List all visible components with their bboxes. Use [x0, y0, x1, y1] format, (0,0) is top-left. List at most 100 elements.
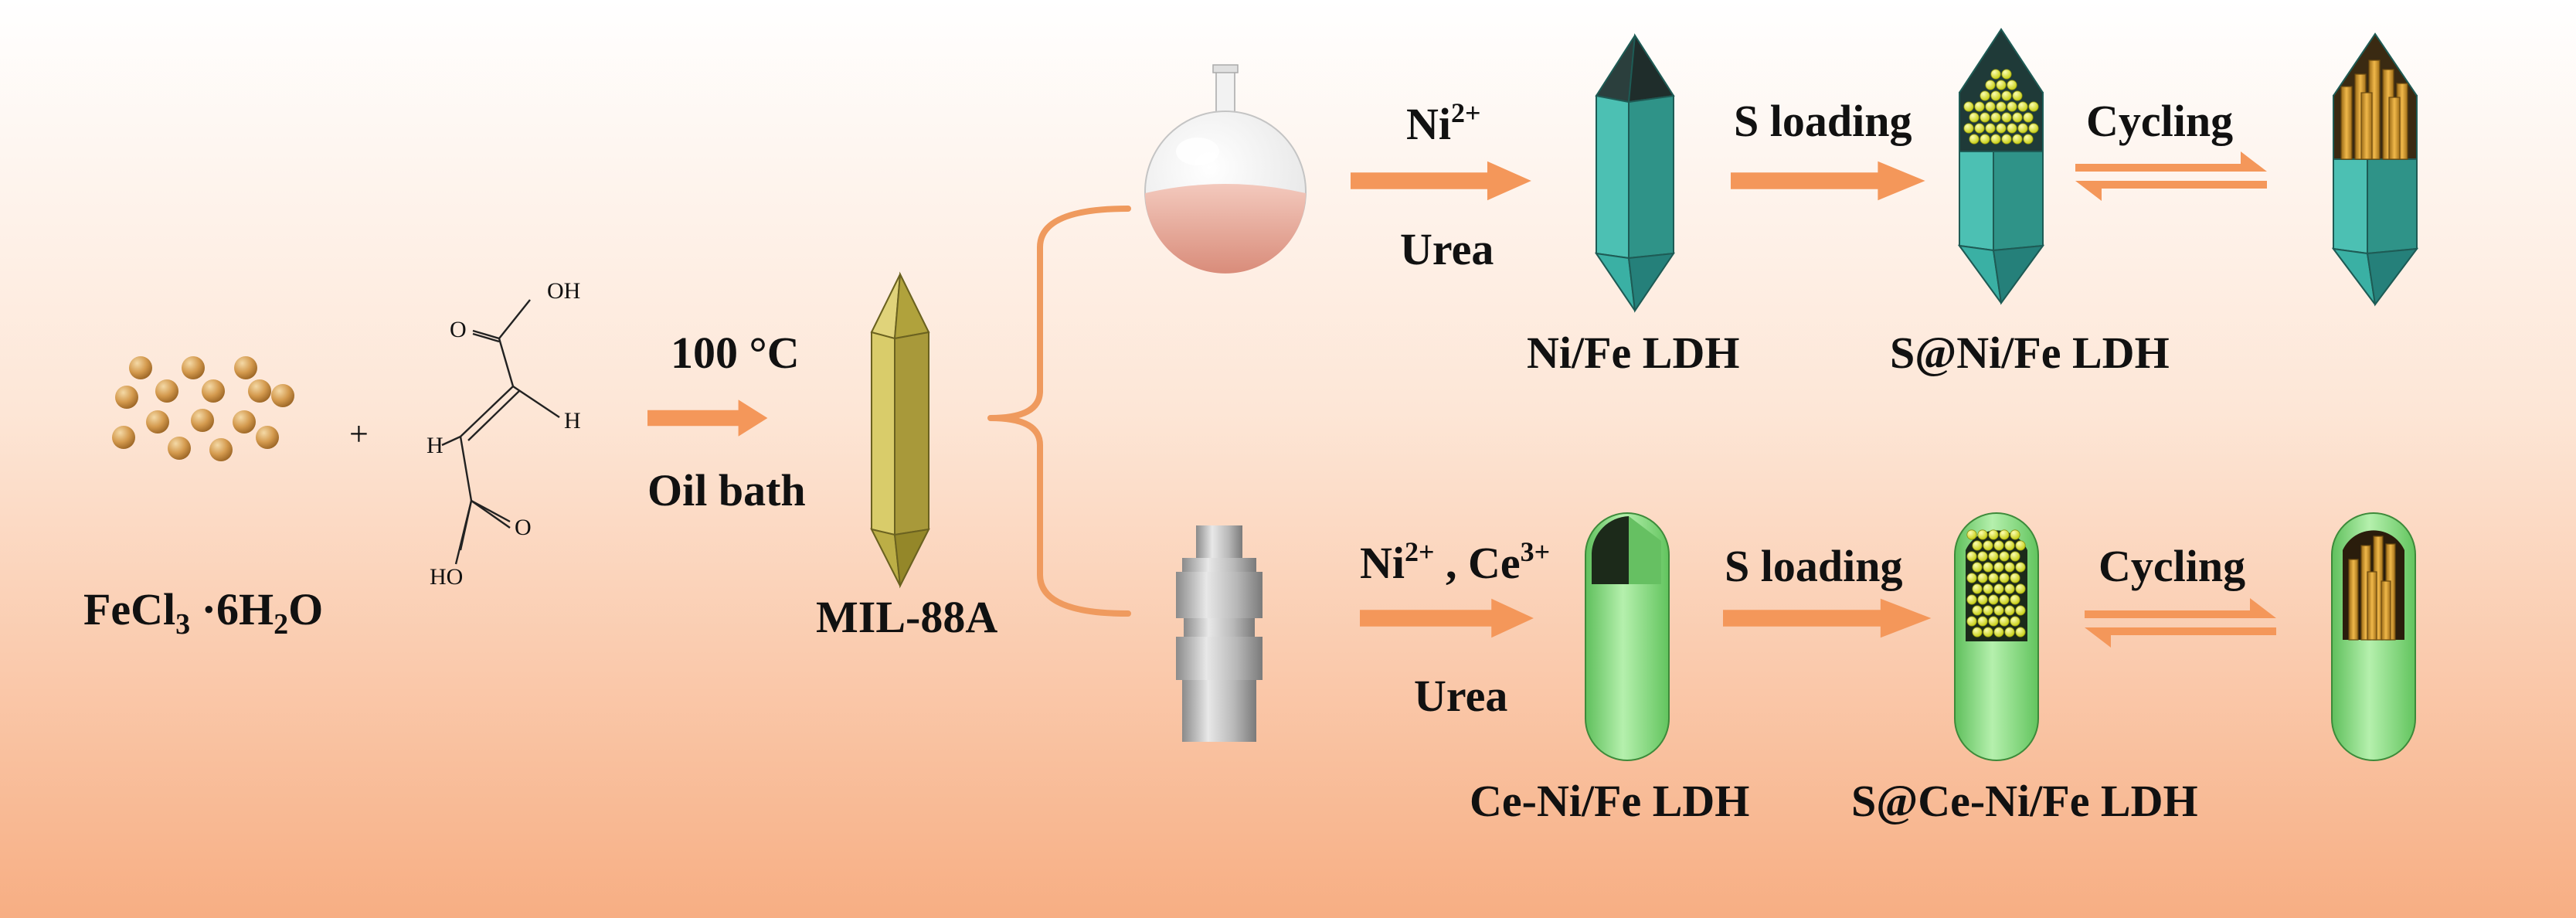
- ni-fe-ldh-label: Ni/Fe LDH: [1527, 328, 1740, 378]
- top-urea-label: Urea: [1400, 224, 1494, 274]
- sulfur-particle: [1972, 562, 1983, 573]
- sulfur-loaded-crystal-icon: [1957, 28, 2045, 305]
- top-ion-label: Ni2+: [1406, 97, 1481, 149]
- sulfur-particle: [2023, 112, 2034, 123]
- sulfur-particle: [2001, 69, 2012, 80]
- sulfur-particle: [1996, 80, 2007, 90]
- sulfur-particle: [2015, 583, 2026, 594]
- sulfur-particle: [1980, 112, 1990, 123]
- sulfur-particle: [1988, 594, 1999, 605]
- sulfur-particle: [1966, 616, 1977, 627]
- sulfur-particle: [1972, 605, 1983, 616]
- sulfur-particle: [1980, 134, 1990, 144]
- sulfur-particle: [2004, 540, 2015, 551]
- hexagonal-crystal-icon: [870, 271, 930, 589]
- precursor-sphere-icon: [112, 356, 294, 461]
- sulfur-particle: [1988, 529, 1999, 540]
- sulfur-particle: [1972, 583, 1983, 594]
- sulfur-particle: [2001, 112, 2012, 123]
- sulfur-particle: [1999, 529, 2010, 540]
- s-ce-ni-fe-ldh-label: S@Ce-Ni/Fe LDH: [1851, 776, 2198, 826]
- sulfur-particle: [2015, 627, 2026, 638]
- bottom-ion-label: Ni2+ , Ce3+: [1360, 536, 1551, 588]
- sulfur-particle: [2007, 101, 2017, 112]
- sulfur-particle: [1999, 616, 2010, 627]
- sulfur-particle: [1980, 90, 1990, 101]
- fecl3-label: FeCl3 ·6H2O: [83, 584, 324, 641]
- fumaric-oh-top: OH: [547, 278, 581, 304]
- sulfur-particle: [2010, 573, 2020, 583]
- sulfur-particle: [2017, 101, 2028, 112]
- bottom-cycling-label: Cycling: [2099, 541, 2246, 591]
- sulfur-particle: [1996, 123, 2007, 134]
- mil-88a-label: MIL-88A: [816, 592, 998, 642]
- sulfur-particle: [1990, 134, 2001, 144]
- bottom-s-loading-label: S loading: [1725, 541, 1903, 591]
- temperature-label: 100 °C: [671, 328, 800, 378]
- sulfur-particle: [1977, 573, 1988, 583]
- sulfur-particle: [2012, 112, 2023, 123]
- bottom-urea-label: Urea: [1414, 671, 1508, 721]
- ce-ni-fe-ldh-label: Ce-Ni/Fe LDH: [1470, 776, 1750, 826]
- sulfur-particle: [2015, 562, 2026, 573]
- sulfur-particle: [2012, 90, 2023, 101]
- sulfur-particle: [2004, 627, 2015, 638]
- sulfur-particle: [1972, 540, 1983, 551]
- sulfur-particle: [1974, 123, 1985, 134]
- sulfur-particle: [1993, 540, 2004, 551]
- sulfur-particle: [1988, 573, 1999, 583]
- ldh-crystal-icon: [1594, 33, 1676, 313]
- sulfur-particle: [1966, 529, 1977, 540]
- sulfur-particle: [2017, 123, 2028, 134]
- sulfur-particle: [1988, 551, 1999, 562]
- sulfur-particle: [1990, 69, 2001, 80]
- sulfur-particle: [2010, 529, 2020, 540]
- reversible-arrow-bottom: [2085, 598, 2276, 648]
- sulfur-particle: [1985, 101, 1996, 112]
- fumaric-h-left: H: [427, 433, 443, 458]
- sulfur-particle: [1990, 112, 2001, 123]
- fumaric-o-top: O: [450, 317, 467, 342]
- sulfur-particle: [2023, 134, 2034, 144]
- sulfur-particle: [2028, 101, 2039, 112]
- sulfur-particle: [1999, 573, 2010, 583]
- fumaric-o-bottom: O: [515, 515, 532, 540]
- autoclave-icon: [1176, 525, 1263, 742]
- sulfur-particle: [1977, 616, 1988, 627]
- oil-bath-label: Oil bath: [647, 465, 806, 515]
- sulfur-particle: [1966, 573, 1977, 583]
- fumaric-oh-bottom: HO: [430, 564, 464, 590]
- sulfur-particles-top: [1963, 69, 2039, 144]
- sulfur-particle: [2010, 551, 2020, 562]
- sulfur-particle: [1993, 627, 2004, 638]
- plus-sign: +: [349, 415, 369, 453]
- sulfur-particle: [2012, 134, 2023, 144]
- sulfur-particle: [1996, 101, 2007, 112]
- sulfur-particle: [1993, 562, 2004, 573]
- cycled-rods-bottom: [2348, 536, 2396, 641]
- sulfur-particle: [1977, 551, 1988, 562]
- cycled-rods-top: [2340, 60, 2408, 160]
- sulfur-particle: [1966, 594, 1977, 605]
- sulfur-particle: [2015, 605, 2026, 616]
- sulfur-loaded-capsule-icon: [1954, 512, 2039, 761]
- sulfur-particle: [2004, 562, 2015, 573]
- top-s-loading-label: S loading: [1734, 96, 1912, 146]
- sulfur-particle: [1983, 627, 1993, 638]
- sulfur-particle: [1985, 123, 1996, 134]
- sulfur-particle: [2004, 605, 2015, 616]
- branch-bracket: [987, 206, 1131, 617]
- sulfur-particle: [2010, 616, 2020, 627]
- sulfur-particle: [1999, 594, 2010, 605]
- sulfur-particle: [1988, 616, 1999, 627]
- sulfur-particle: [2015, 540, 2026, 551]
- sulfur-particle: [1983, 605, 1993, 616]
- sulfur-particle: [1963, 101, 1974, 112]
- sulfur-particle: [1990, 90, 2001, 101]
- sulfur-particle: [1983, 562, 1993, 573]
- sulfur-particle: [1999, 551, 2010, 562]
- fumaric-h-right: H: [564, 408, 581, 434]
- sulfur-particle: [1983, 583, 1993, 594]
